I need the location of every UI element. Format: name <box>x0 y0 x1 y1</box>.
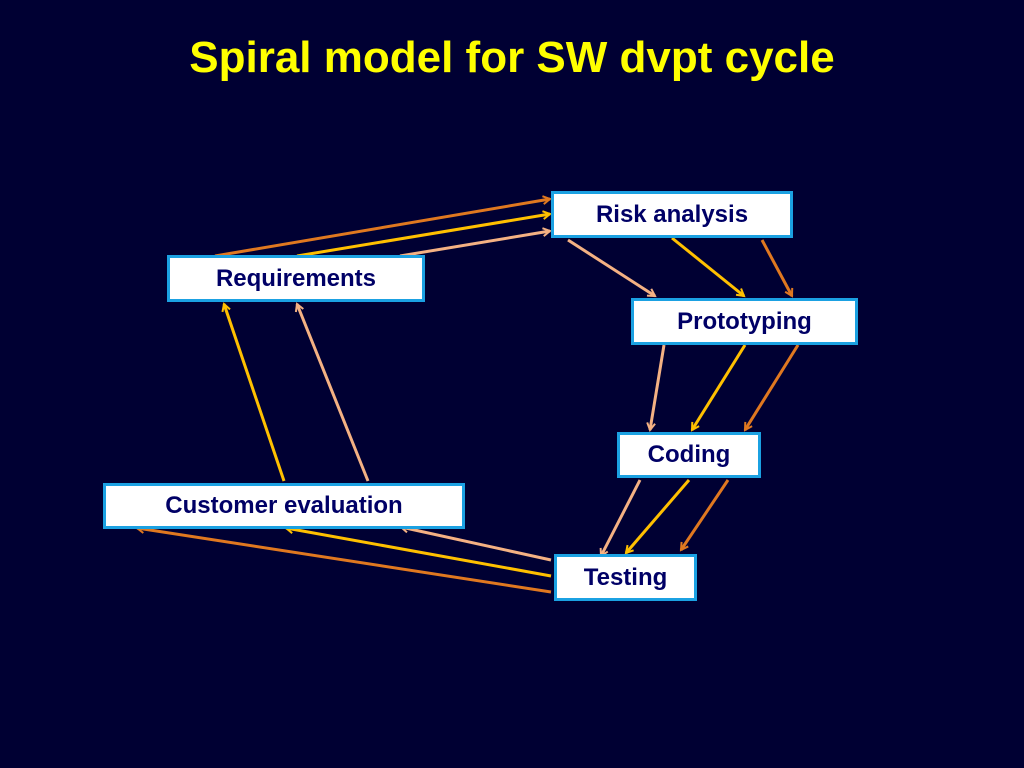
arrow-prototyping-to-coding-inner <box>650 344 666 430</box>
arrow-requirements-to-risk-inner <box>399 231 550 258</box>
node-risk-analysis: Risk analysis <box>551 191 793 238</box>
arrow-prototyping-to-coding-outer <box>743 344 800 430</box>
arrow-requirements-to-risk-outer <box>214 199 550 258</box>
arrow-requirements-to-risk-middle <box>296 214 550 258</box>
node-requirements: Requirements <box>167 255 425 302</box>
arrow-risk-to-prototyping-middle <box>671 236 744 296</box>
arrow-risk-to-prototyping-outer <box>760 239 794 296</box>
arrow-risk-to-prototyping-inner <box>567 238 655 298</box>
arrow-testing-to-customer-middle <box>286 528 552 578</box>
arrow-coding-to-testing-middle <box>626 479 691 553</box>
node-prototyping: Prototyping <box>631 298 858 345</box>
arrow-coding-to-testing-inner <box>601 479 642 556</box>
slide-title: Spiral model for SW dvpt cycle <box>189 33 835 82</box>
arrow-customer-to-requirements-middle <box>224 304 286 482</box>
arrow-testing-to-customer-outer <box>137 528 552 594</box>
node-customer-evaluation: Customer evaluation <box>103 483 465 529</box>
arrow-testing-to-customer-inner <box>401 527 552 562</box>
arrow-prototyping-to-coding-middle <box>690 344 747 430</box>
arrow-coding-to-testing-outer <box>679 479 730 550</box>
arrow-customer-to-requirements-inner <box>297 304 370 482</box>
node-coding: Coding <box>617 432 761 478</box>
node-testing: Testing <box>554 554 697 601</box>
